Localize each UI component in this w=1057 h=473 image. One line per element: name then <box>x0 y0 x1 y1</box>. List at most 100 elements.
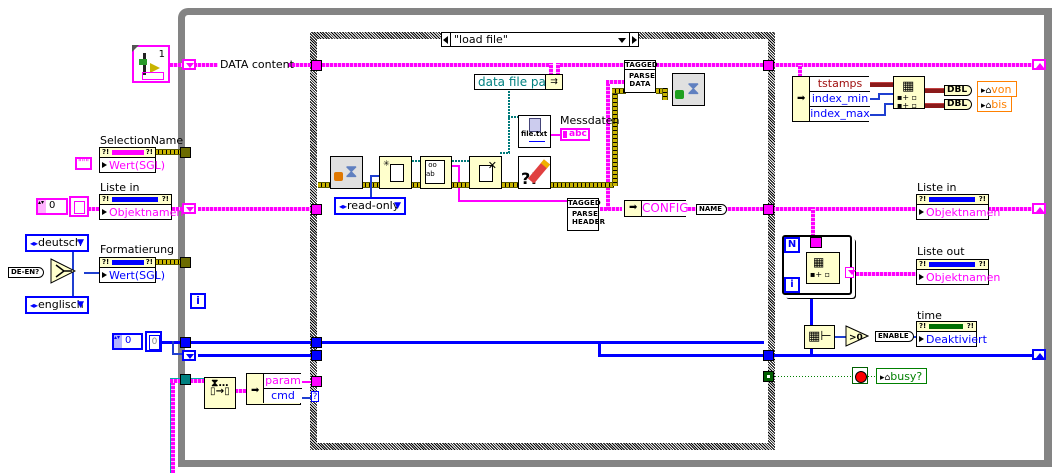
index-array-node-inner[interactable]: ▦ ▪+ ▫ <box>806 252 840 284</box>
field-index-min: index_min <box>809 92 870 107</box>
dequeue-element-node[interactable]: ⧗… ▯→▯ <box>204 377 236 409</box>
messdaten-indicator[interactable]: abc <box>560 128 590 141</box>
shift-register-right-numeric[interactable] <box>1032 349 1046 360</box>
tunnel-selection[interactable] <box>180 147 191 158</box>
index-array-node[interactable]: ▦ ▪+ ▫ ▪+ ▫ <box>893 76 925 110</box>
case-tunnel-numeric-1[interactable] <box>311 337 322 348</box>
clear-errors-node[interactable]: ?! <box>518 156 551 189</box>
shift-register-left-numeric[interactable] <box>182 350 196 361</box>
formatierung-property-node[interactable]: ?!?! Wert(SGL) <box>99 257 165 283</box>
case-selector-terminal[interactable]: ? <box>311 391 319 402</box>
field-cmd: cmd <box>263 389 302 403</box>
to-dbl-2[interactable]: DBL <box>944 99 973 110</box>
array-index-control[interactable]: ▴▾ 0 <box>36 198 68 215</box>
array-const[interactable] <box>69 196 89 217</box>
liste-out-property-node[interactable]: ?!?! Objektnamen <box>916 259 1000 285</box>
liste-in-property-left: Objektnamen <box>100 205 183 220</box>
semaphore-release-node[interactable]: ⧗ <box>672 73 705 106</box>
to-dbl-1[interactable]: DBL <box>944 85 973 96</box>
liste-in-property-node-left[interactable]: ?!?! Objektnamen <box>99 194 183 220</box>
case-tunnel-out-liste[interactable] <box>763 204 774 215</box>
select-node[interactable] <box>50 258 77 284</box>
tunnel-queue[interactable] <box>180 374 191 385</box>
case-tunnel-out-boolean[interactable] <box>763 371 774 382</box>
array-size-node[interactable]: ▦⊢ <box>804 325 835 349</box>
shift-register-right-data[interactable] <box>1032 59 1046 70</box>
liste-out-property: Objektnamen <box>917 270 1000 285</box>
loop-iteration-terminal: i <box>784 277 800 293</box>
unbundle-by-name-tstamps[interactable]: ➡ tstamps index_min index_max <box>792 76 870 122</box>
greater-than-zero-node[interactable]: >0 <box>845 325 870 347</box>
parse-header-subvi[interactable]: TAGGED PARSE HEADER <box>567 198 605 231</box>
unlock-icon <box>675 90 684 99</box>
liste-in-property-right: Objektnamen <box>917 205 1000 220</box>
case-tunnel-param[interactable] <box>311 376 322 387</box>
open-file-node[interactable]: ✳ <box>379 156 412 189</box>
shift-register-left-data[interactable] <box>182 59 196 70</box>
data-content-label: DATA content <box>220 58 294 71</box>
file-dialog-node[interactable]: file.txt <box>518 115 551 148</box>
case-prev-arrow-icon[interactable] <box>443 36 448 44</box>
case-selector[interactable]: "load file" <box>441 32 639 47</box>
enable-const[interactable]: ENABLE <box>875 331 914 342</box>
selection-name-label: SelectionName <box>100 134 184 147</box>
dequeue-icon: ▯→▯ <box>210 386 230 397</box>
case-structure[interactable] <box>310 32 775 450</box>
numeric-wire[interactable] <box>160 341 764 344</box>
unbundle-config[interactable]: ➡ CONFIG <box>624 200 689 217</box>
time-property: Deaktiviert <box>917 332 987 347</box>
house-icon: ▸⌂ <box>981 86 992 96</box>
false-const[interactable] <box>852 367 868 384</box>
increment-icon: ▴▾ <box>38 200 46 213</box>
hourglass-icon: ⧗… <box>211 378 229 389</box>
read-only-ring[interactable]: ◂▸read-only▼ <box>334 197 406 215</box>
language-ring-deutsch[interactable]: ◂▸deutsch▼ <box>25 234 89 252</box>
messdaten-label: Messdaten <box>560 114 620 127</box>
semaphore-acquire-node[interactable]: ⧗ <box>330 156 363 189</box>
unbundle-by-name-queue[interactable]: ➡ param cmd <box>246 373 302 405</box>
de-en-const[interactable]: DE-EN? <box>8 267 45 278</box>
case-tunnel-numeric-2[interactable] <box>311 350 322 361</box>
increment-icon: ▴▾ <box>114 335 122 348</box>
array-grid-icon: ▦ <box>813 255 825 269</box>
case-tunnel-out-numeric[interactable] <box>763 350 774 361</box>
shift-register-right-liste[interactable] <box>1032 203 1046 214</box>
time-property-node[interactable]: ?!?! Deaktiviert <box>916 321 987 347</box>
case-next-arrow-icon[interactable] <box>632 36 637 44</box>
case-tunnel-data[interactable] <box>311 60 322 71</box>
error-wire[interactable] <box>318 182 614 188</box>
name-const[interactable]: NAME <box>696 204 728 215</box>
tunnel-numeric[interactable] <box>180 337 191 348</box>
numeric-indicator[interactable]: 0 <box>145 331 162 352</box>
empty-string-const[interactable]: """ <box>75 157 92 170</box>
language-ring-englisch[interactable]: ◂▸englisch▼ <box>25 296 89 314</box>
iteration-terminal: i <box>190 293 206 309</box>
data-content-wire[interactable] <box>318 63 552 67</box>
case-tunnel-out-data[interactable] <box>763 60 774 71</box>
data-file-path-field[interactable]: data file path ⇉ <box>474 74 563 90</box>
liste-wire[interactable] <box>88 207 100 211</box>
hourglass-icon: ⧗ <box>345 161 358 182</box>
for-loop[interactable]: N i ▦ ▪+ ▫ <box>782 235 852 295</box>
hourglass-icon: ⧗ <box>687 78 700 99</box>
house-icon: ▸⌂ <box>880 373 891 383</box>
local-bis[interactable]: ▸⌂bis <box>977 96 1012 112</box>
parse-data-subvi[interactable]: TAGGED PARSE DATA <box>624 60 658 93</box>
local-busy[interactable]: ▸⌂busy? <box>876 368 927 384</box>
tunnel-formatierung[interactable] <box>180 257 191 268</box>
arrow-icon: ➡ <box>797 93 806 104</box>
while-loop-border[interactable] <box>178 8 1052 467</box>
local-von[interactable]: ▸⌂von <box>977 81 1017 97</box>
liste-in-property-node-right[interactable]: ?!?! Objektnamen <box>916 194 1000 220</box>
event-register-node[interactable]: 1 <box>132 45 170 83</box>
auto-index-tunnel[interactable] <box>845 267 856 278</box>
numeric-control[interactable]: ▴▾ 0 <box>112 333 143 350</box>
case-tunnel-liste[interactable] <box>311 204 322 215</box>
shift-register-left-liste[interactable] <box>182 203 196 214</box>
selection-name-property-node[interactable]: ?!?! Wert(SGL) <box>99 147 165 173</box>
data-content-wire[interactable] <box>288 63 314 67</box>
close-file-node[interactable]: ✕ <box>469 156 502 189</box>
case-dropdown-icon[interactable] <box>618 38 626 43</box>
